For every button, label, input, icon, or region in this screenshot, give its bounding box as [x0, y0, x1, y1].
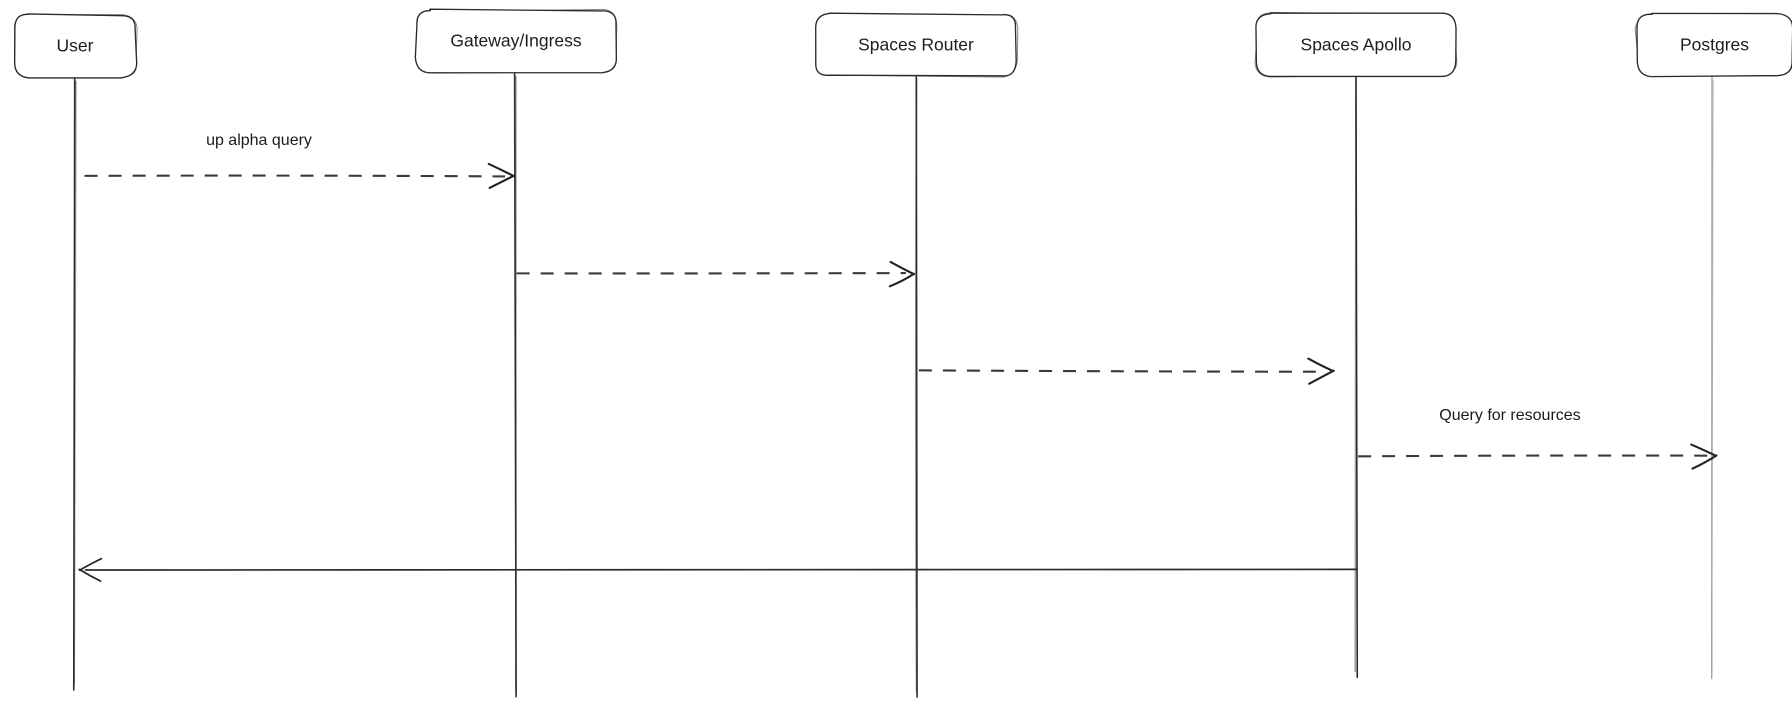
message-line — [84, 174, 506, 178]
participant-box-outline — [1636, 12, 1792, 78]
message-msg-router-to-apollo[interactable] — [918, 357, 1335, 385]
participant-gateway-ingress[interactable]: Gateway/Ingress — [414, 8, 618, 74]
message-msg-apollo-to-user-return[interactable] — [78, 557, 1358, 582]
message-msg-gateway-to-router[interactable] — [516, 260, 915, 288]
arrow-head-icon — [487, 162, 515, 189]
arrow-head-icon — [1690, 443, 1718, 470]
message-line — [918, 369, 1325, 373]
messages-layer — [78, 162, 1718, 582]
participant-label: Spaces Apollo — [1301, 35, 1412, 55]
participant-label: User — [57, 36, 94, 56]
participant-box-outline — [13, 13, 138, 79]
message-msg-apollo-to-postgres[interactable] — [1358, 443, 1718, 470]
participants-layer: User Gateway/Ingress Spaces Router Spaces A… — [13, 8, 1792, 79]
participant-box-outline — [1255, 12, 1457, 78]
participant-label: Spaces Router — [858, 35, 974, 55]
participant-label: Gateway/Ingress — [450, 31, 582, 51]
participant-label: Postgres — [1680, 35, 1749, 55]
message-msg-user-to-gateway[interactable] — [84, 162, 515, 189]
participant-box-outline — [414, 8, 618, 74]
message-line — [1358, 454, 1709, 458]
lifelines-layer — [72, 71, 1714, 698]
participant-spaces-router[interactable]: Spaces Router — [815, 12, 1019, 78]
message-label: Query for resources — [1439, 407, 1580, 424]
lifeline-postgres — [1711, 75, 1714, 680]
lifeline-gateway-ingress — [513, 71, 518, 698]
arrow-head-icon — [78, 557, 103, 582]
participant-box-outline — [815, 12, 1017, 77]
arrow-head-icon — [1307, 357, 1335, 385]
participant-postgres[interactable]: Postgres — [1634, 12, 1792, 78]
message-line — [84, 568, 1358, 571]
lifeline-user — [72, 76, 77, 691]
participant-spaces-apollo[interactable]: Spaces Apollo — [1254, 11, 1458, 78]
participant-user[interactable]: User — [13, 13, 138, 79]
lifeline-spaces-router — [914, 74, 918, 698]
arrow-head-icon — [888, 260, 915, 288]
lifeline-spaces-apollo — [1354, 75, 1359, 679]
message-label: up alpha query — [206, 132, 312, 149]
